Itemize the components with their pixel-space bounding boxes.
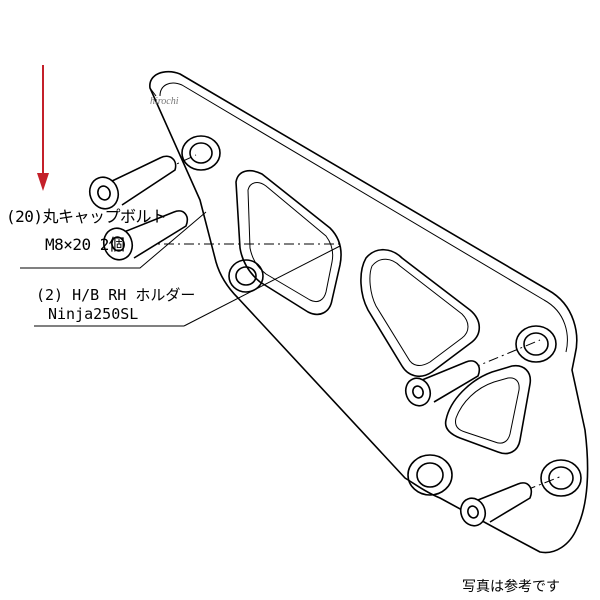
cap-bolt-lower: [102, 210, 189, 261]
holder-bracket: [149, 70, 589, 554]
mounting-holes: [181, 135, 582, 497]
watermark-text: hirochi: [150, 96, 179, 107]
assembly-centerlines: [109, 154, 563, 513]
holder-callout-name: (2) H/B RH ホルダー: [36, 286, 196, 304]
pointer-arrow: [37, 65, 49, 191]
callout-leaders: [20, 211, 341, 327]
cap-bolt-upper: [88, 155, 177, 210]
bolt-callout-name: (20)丸キャップボルト: [6, 207, 167, 226]
bracket-bolts: [404, 360, 533, 527]
holder-callout-model: Ninja250SL: [48, 305, 139, 323]
bolt-callout-spec: M8×20 2個: [45, 235, 125, 254]
photo-reference-note: 写真は参考です: [462, 579, 560, 595]
